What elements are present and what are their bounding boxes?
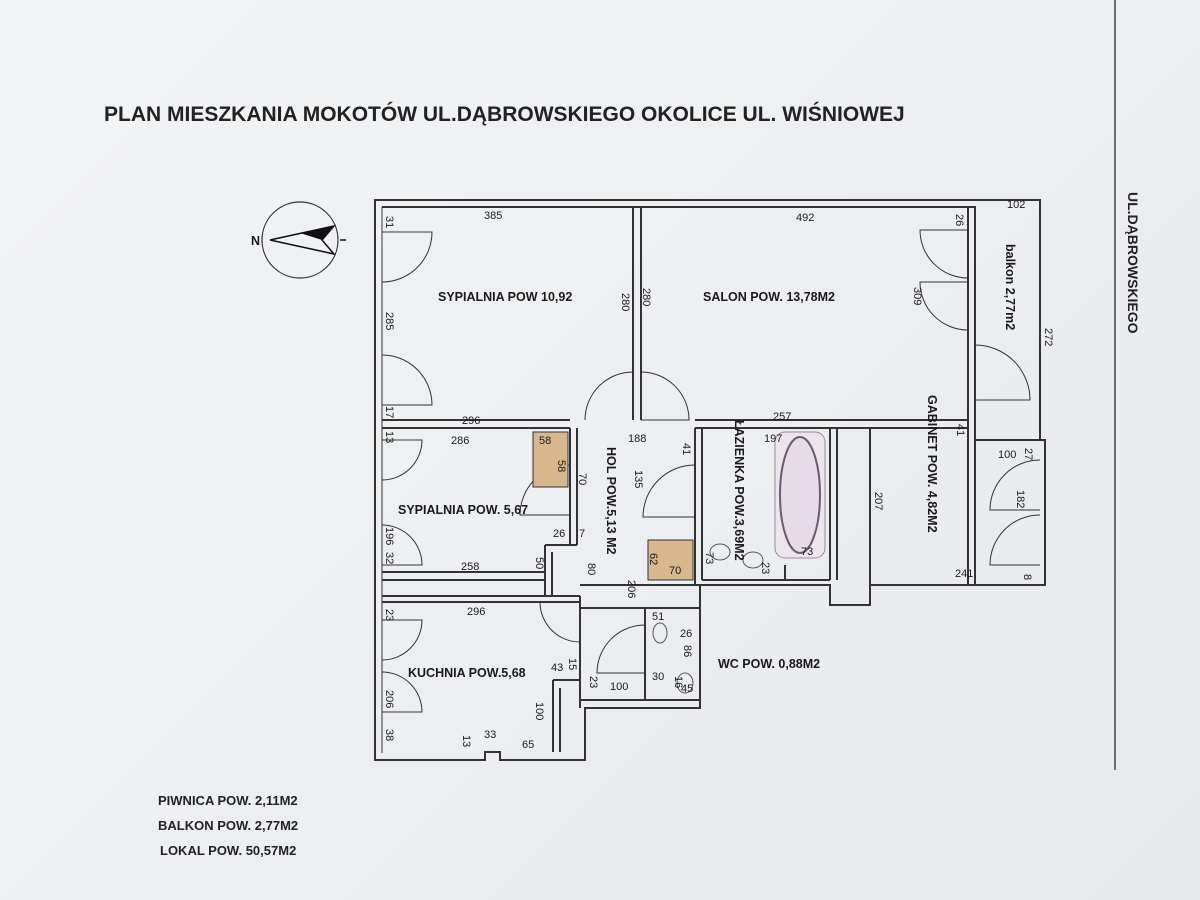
dim-27: 27	[1022, 448, 1034, 460]
dim-26-a: 26	[953, 214, 965, 226]
dim-65: 65	[522, 739, 534, 751]
dim-196: 196	[383, 527, 395, 545]
dim-43: 43	[551, 662, 563, 674]
dim-286: 286	[451, 435, 469, 447]
dim-23-b: 23	[383, 609, 395, 621]
summary-balkon: BALKON POW. 2,77M2	[158, 818, 298, 833]
dim-30: 30	[652, 671, 664, 683]
dim-86: 86	[681, 645, 693, 657]
dim-492: 492	[796, 212, 814, 224]
dim-206-b: 206	[383, 690, 395, 708]
dim-70-a: 70	[576, 473, 588, 485]
summary-lokal: LOKAL POW. 50,57M2	[160, 843, 296, 858]
dim-206-a: 206	[625, 580, 637, 598]
dim-257: 257	[773, 411, 791, 423]
dim-58-b: 58	[555, 460, 567, 472]
room-label-bedroom-2: SYPIALNIA POW. 5,67	[398, 503, 528, 517]
dim-13: 13	[383, 431, 395, 443]
dim-23-c: 23	[587, 676, 599, 688]
room-label-salon: SALON POW. 13,78M2	[703, 290, 835, 304]
wardrobe-hall	[647, 539, 694, 581]
dim-31: 31	[383, 216, 395, 228]
dim-102: 102	[1007, 199, 1025, 211]
dim-41-a: 41	[954, 424, 966, 436]
dim-51: 51	[652, 611, 664, 623]
sink-icon	[709, 543, 764, 569]
dim-280-a: 280	[619, 293, 631, 311]
room-label-wc: WC POW. 0,88M2	[718, 657, 820, 671]
room-label-bedroom-1: SYPIALNIA POW 10,92	[438, 290, 572, 304]
dim-285: 285	[383, 312, 395, 330]
bathtub-icon	[774, 431, 826, 559]
dimension-labels: 385 492 102 31 285 17 280 280 26 309 272…	[383, 199, 1054, 751]
dim-280-b: 280	[640, 288, 652, 306]
dim-207: 207	[872, 492, 884, 510]
dim-41-b: 41	[680, 443, 692, 455]
compass-north-label: N	[251, 234, 260, 248]
dim-296-b: 296	[467, 606, 485, 618]
dim-73-b: 73	[801, 546, 813, 558]
room-label-gabinet: GABINET POW. 4,82M2	[925, 395, 939, 533]
room-label-kitchen: KUCHNIA POW.5,68	[408, 666, 526, 680]
dim-309: 309	[911, 287, 923, 305]
dim-258: 258	[461, 561, 479, 573]
doors	[381, 229, 1041, 713]
dim-100-b: 100	[610, 681, 628, 693]
street-label: UL.DĄBROWSKIEGO	[1125, 192, 1141, 334]
room-label-bathroom: ŁAZIENKA POW.3,69M2	[732, 420, 746, 561]
dim-8: 8	[1021, 574, 1033, 580]
dim-73-a: 73	[703, 552, 715, 564]
summary-piwnica: PIWNICA POW. 2,11M2	[158, 793, 298, 808]
dim-58-a: 58	[539, 435, 551, 447]
dim-272: 272	[1042, 328, 1054, 346]
dim-38: 38	[383, 729, 395, 741]
dim-385: 385	[484, 210, 502, 222]
wardrobe-bedroom	[532, 431, 569, 488]
dim-100-a: 100	[998, 449, 1016, 461]
dim-17: 17	[383, 406, 395, 418]
dim-182: 182	[1014, 490, 1026, 508]
dim-188: 188	[628, 433, 646, 445]
dim-50: 50	[533, 557, 545, 569]
interior-walls	[382, 207, 976, 752]
dim-16: 16	[672, 676, 684, 688]
dim-15: 15	[566, 658, 578, 670]
dim-70-b: 70	[669, 565, 681, 577]
dim-80: 80	[585, 563, 597, 575]
dim-32: 32	[383, 552, 395, 564]
toilet-icon	[652, 622, 694, 694]
dim-135: 135	[632, 470, 644, 488]
room-label-balcony: balkon 2,77m2	[1003, 244, 1017, 330]
dim-241: 241	[955, 568, 973, 580]
room-label-hall: HOL POW.5,13 M2	[604, 447, 618, 554]
dim-26-c: 26	[680, 628, 692, 640]
dim-13-b: 13	[460, 735, 472, 747]
dim-45: 45	[681, 683, 693, 695]
dim-296-a: 296	[462, 415, 480, 427]
dim-26-b: 26	[553, 528, 565, 540]
dim-197: 197	[764, 433, 782, 445]
compass-icon: N	[251, 201, 346, 279]
dim-62: 62	[647, 553, 659, 565]
dim-7: 7	[579, 528, 585, 540]
plan-title: PLAN MIESZKANIA MOKOTÓW UL.DĄBROWSKIEGO …	[104, 102, 905, 126]
dim-23-a: 23	[759, 562, 771, 574]
dim-33: 33	[484, 729, 496, 741]
dim-100-c: 100	[533, 702, 545, 720]
